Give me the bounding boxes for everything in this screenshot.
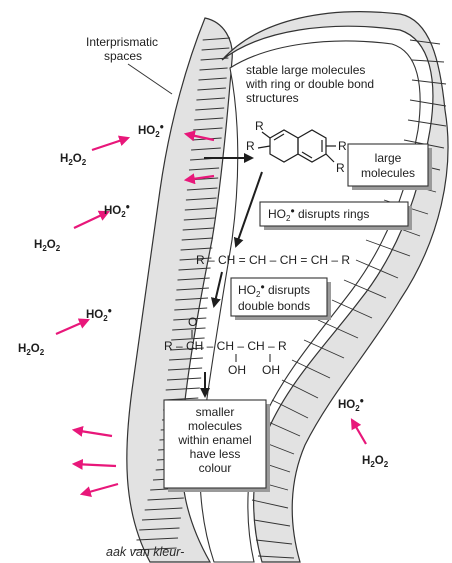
arrow-rings-to-chain xyxy=(233,171,263,248)
svg-text:H2O2: H2O2 xyxy=(60,153,87,167)
smaller-text-5: colour xyxy=(199,461,232,475)
svg-text:HO2•: HO2• xyxy=(338,396,364,413)
r-label-4: R xyxy=(338,139,347,153)
smaller-molecules-box: smaller molecules within enamel have les… xyxy=(163,399,270,492)
disrupts-double-text-1: HO2• disrupts xyxy=(238,280,310,299)
peroxide-arrows xyxy=(55,130,367,497)
reaction-flow-arrows xyxy=(200,153,263,398)
h2o2-label-1: H2O2 xyxy=(60,153,87,167)
svg-text:HO2•: HO2• xyxy=(104,202,130,219)
large-text-1: large xyxy=(375,151,402,165)
oxygen-label: O xyxy=(188,315,197,329)
interprismatic-leader-line xyxy=(127,63,173,95)
svg-text:HO2•: HO2• xyxy=(86,306,112,323)
oh-label-2: OH xyxy=(262,363,280,377)
interprismatic-text-2: spaces xyxy=(104,49,142,63)
ho2-label-1: HO2• xyxy=(138,122,164,139)
large-molecules-box: large molecules xyxy=(347,143,432,190)
ho2-label-4: HO2• xyxy=(338,396,364,413)
stable-molecules-label: stable large molecules with ring or doub… xyxy=(245,63,374,105)
large-text-2: molecules xyxy=(361,166,415,180)
r-label-1: R xyxy=(255,119,264,133)
smaller-text-2: molecules xyxy=(188,419,242,433)
r-label-3: R xyxy=(336,161,345,175)
svg-text:HO2•: HO2• xyxy=(138,122,164,139)
smaller-text-4: have less xyxy=(190,447,241,461)
caption-fragment: aak van kleur- xyxy=(106,545,184,559)
interprismatic-label: Interprismatic spaces xyxy=(86,35,173,95)
ring-structure xyxy=(257,129,336,163)
svg-text:H2O2: H2O2 xyxy=(34,239,61,253)
oh-label-1: OH xyxy=(228,363,246,377)
interprismatic-text-1: Interprismatic xyxy=(86,35,158,49)
chain-formula-1: R – CH = CH – CH = CH – R xyxy=(196,253,350,267)
chain-formula-2: R – CH – CH – CH – R xyxy=(164,339,287,353)
svg-text:H2O2: H2O2 xyxy=(362,455,389,469)
stable-text-3: structures xyxy=(246,91,299,105)
ho2-label-2: HO2• xyxy=(104,202,130,219)
stable-text-2: with ring or double bond xyxy=(245,77,374,91)
h2o2-label-4: H2O2 xyxy=(362,455,389,469)
smaller-text-3: within enamel xyxy=(177,433,251,447)
ho2-label-3: HO2• xyxy=(86,306,112,323)
disrupts-rings-box: HO2• disrupts rings xyxy=(259,201,412,230)
arrow-chain-to-diol xyxy=(210,271,223,308)
disrupts-rings-text: HO2• disrupts rings xyxy=(268,204,369,223)
disrupts-double-bonds-box: HO2• disrupts double bonds xyxy=(230,277,331,320)
disrupts-double-text-2: double bonds xyxy=(238,299,310,313)
h2o2-label-2: H2O2 xyxy=(34,239,61,253)
smaller-text-1: smaller xyxy=(196,405,235,419)
stable-text-1: stable large molecules xyxy=(246,63,365,77)
r-label-2: R xyxy=(246,139,255,153)
svg-text:H2O2: H2O2 xyxy=(18,343,45,357)
h2o2-label-3: H2O2 xyxy=(18,343,45,357)
